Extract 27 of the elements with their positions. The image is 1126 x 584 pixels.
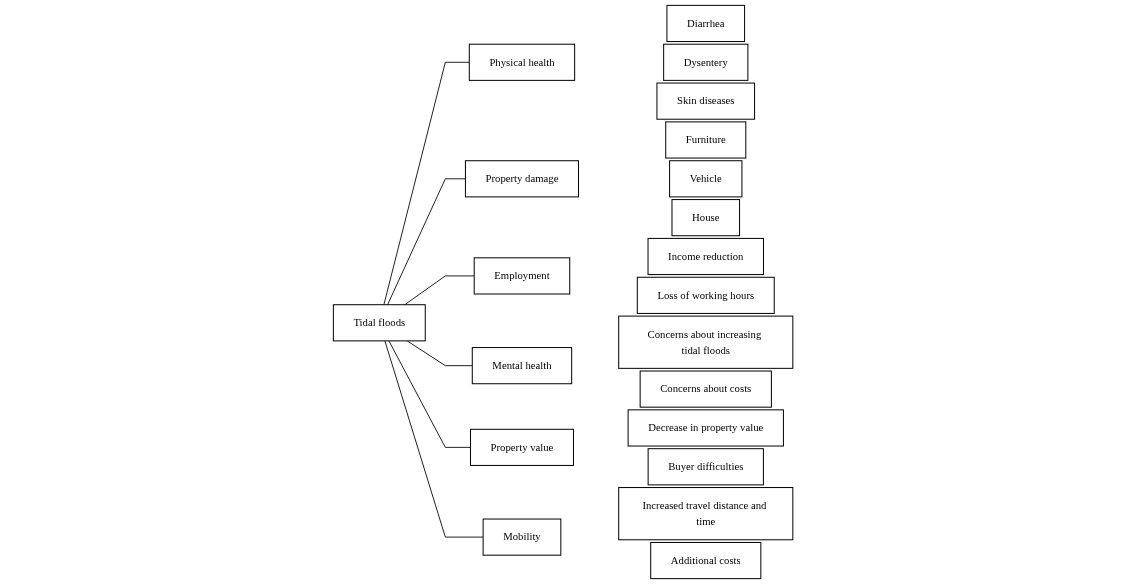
node-box: Tidal floods [332,304,426,342]
node-box: Physical health [468,43,576,81]
node-box: Dysentery [663,43,749,81]
connector [388,340,471,448]
node-box: Skin diseases [656,82,755,120]
node-box: Employment [473,257,571,295]
node-box: Concerns about increasing tidal floods [618,315,794,369]
node-box: Property damage [464,160,579,198]
node-box: House [671,199,740,237]
node-box: Income reduction [647,237,764,276]
connector [406,340,473,367]
node-box: Mobility [482,518,562,556]
node-box: Property value [469,428,574,466]
node-box: Vehicle [669,160,743,198]
node-box: Buyer difficulties [647,448,764,486]
node-box: Additional costs [650,541,762,580]
connector [383,61,470,306]
connector [387,178,466,306]
connector [404,275,475,306]
node-box: Diarrhea [666,4,745,42]
node-box: Loss of working hours [636,276,775,314]
node-box: Increased travel distance and time [618,487,794,541]
node-box: Mental health [471,347,573,385]
node-box: Concerns about costs [639,370,772,408]
node-box: Furniture [665,121,747,159]
connector [384,340,484,538]
node-box: Decrease in property value [627,409,784,447]
